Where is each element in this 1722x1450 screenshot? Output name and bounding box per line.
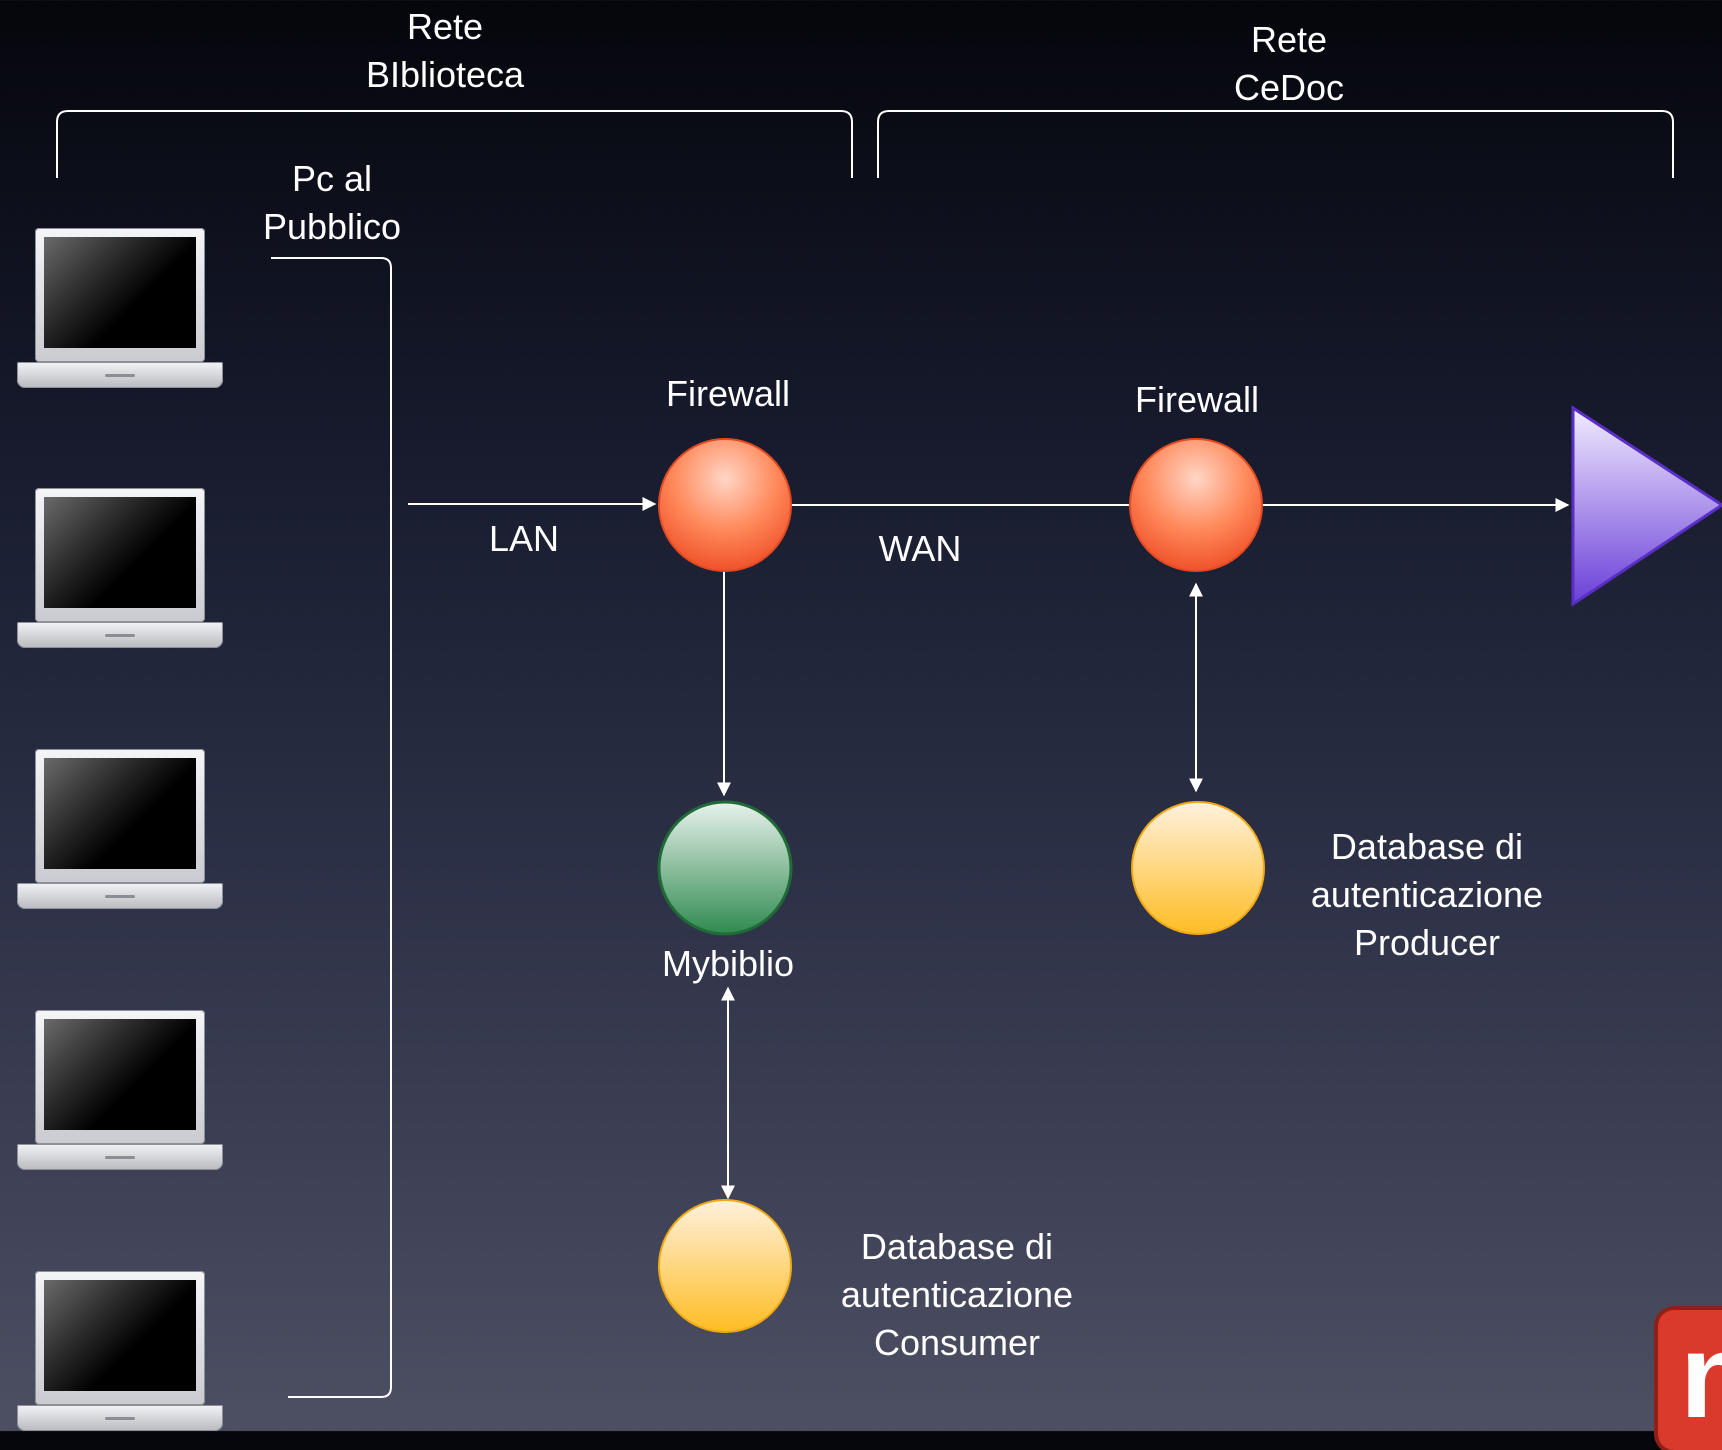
lan-label: LAN <box>488 518 560 559</box>
mybiblio-node <box>657 800 793 936</box>
pc-pubblico-label: Pc al Pubblico <box>262 158 402 247</box>
db-consumer-node <box>658 1199 792 1333</box>
group-label-rete-cedoc: Rete CeDoc <box>1233 19 1345 108</box>
wan-label: WAN <box>878 528 962 569</box>
laptop-icon <box>17 228 223 394</box>
bracket-pc-pubblico <box>271 257 392 1398</box>
firewall-2-node <box>1129 438 1263 572</box>
db-consumer-label: Database di autenticazione Consumer <box>840 1226 1074 1363</box>
bracket-rete-biblioteca <box>56 110 853 178</box>
group-label-rete-biblioteca: Rete BIblioteca <box>365 6 525 95</box>
laptop-icon <box>17 1271 223 1437</box>
firewall-1-label: Firewall <box>665 373 790 414</box>
logo-letter: n <box>1680 1310 1722 1443</box>
laptop-icon <box>17 1010 223 1176</box>
exit-arrow-shape <box>1571 405 1722 607</box>
db-producer-node <box>1131 801 1265 935</box>
firewall-2-label: Firewall <box>1134 379 1259 420</box>
logo: n <box>1658 1310 1722 1450</box>
db-producer-label: Database di autenticazione Producer <box>1310 826 1544 963</box>
bracket-rete-cedoc <box>877 110 1674 178</box>
firewall-1-node <box>658 438 792 572</box>
laptop-icon <box>17 488 223 654</box>
laptop-icon <box>17 749 223 915</box>
mybiblio-label: Mybiblio <box>661 943 795 984</box>
